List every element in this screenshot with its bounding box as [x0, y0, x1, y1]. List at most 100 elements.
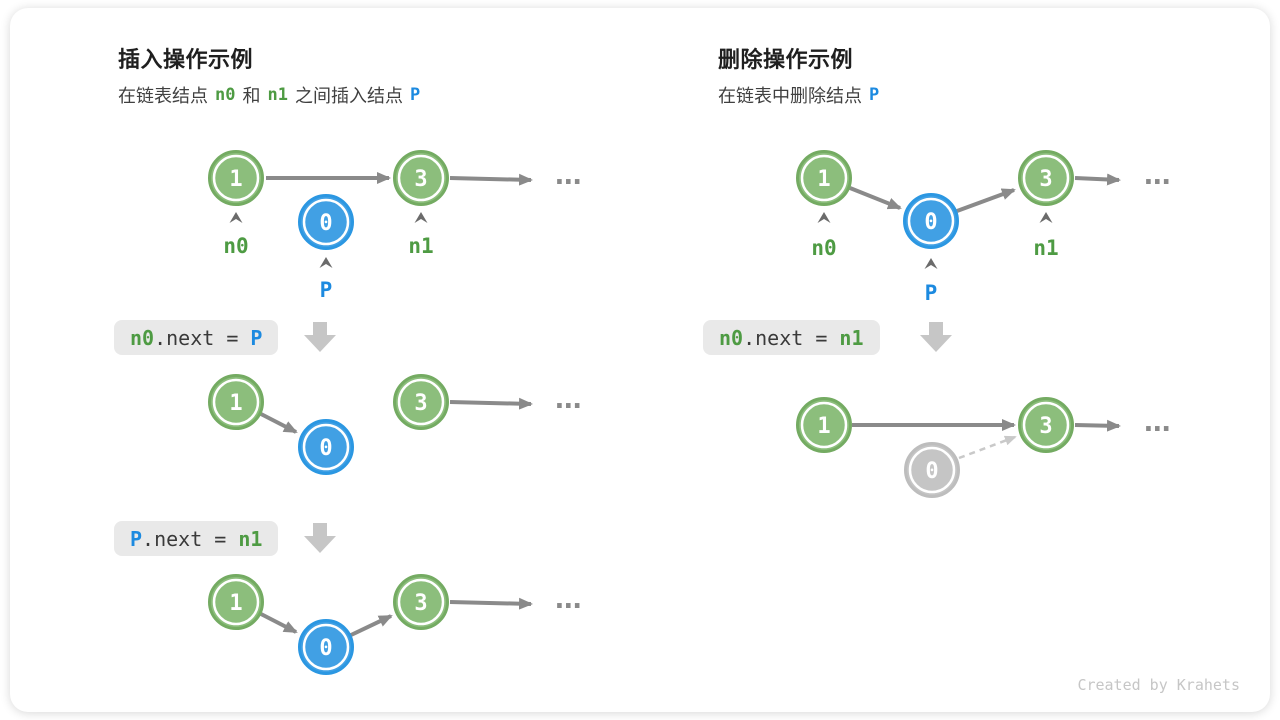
- code-lhs: n0: [719, 325, 744, 350]
- subtitle-text: 在链表中删除结点: [718, 86, 862, 106]
- pointer-caret-icon: [817, 212, 831, 223]
- node-ring: [800, 154, 848, 202]
- pointer-caret-icon: [319, 257, 333, 268]
- node-circle: [298, 619, 354, 675]
- node-1: 1: [208, 150, 264, 206]
- token-n1: n1: [267, 85, 288, 105]
- ellipsis: ...: [1140, 405, 1169, 438]
- node-ring: [1022, 401, 1070, 449]
- ellipsis: ...: [551, 582, 580, 615]
- node-p: 0: [903, 193, 959, 249]
- token-p: P: [409, 85, 421, 105]
- node-value: 1: [817, 414, 830, 439]
- node-value: 3: [1039, 414, 1052, 439]
- node-1: 1: [796, 150, 852, 206]
- arrow-1-to-p: [260, 412, 298, 434]
- node-value: 0: [319, 436, 332, 461]
- node-circle: [1018, 397, 1074, 453]
- node-value: 0: [925, 459, 938, 484]
- step-down-arrow-icon: [304, 523, 336, 553]
- arrow-3-to-rest: [449, 597, 533, 610]
- node-1: 1: [208, 374, 264, 430]
- arrow-removed-p-to-3-dashed: [958, 435, 1017, 460]
- node-3: 3: [1018, 150, 1074, 206]
- token-n0: n0: [215, 85, 236, 105]
- node-value: 1: [229, 591, 242, 616]
- node-value: 1: [229, 167, 242, 192]
- arrow-3-to-rest: [1074, 173, 1121, 186]
- node-value: 1: [817, 167, 830, 192]
- node-1: 1: [796, 397, 852, 453]
- node-circle: [393, 150, 449, 206]
- delete-section-title: 删除操作示例: [718, 47, 854, 72]
- code-op: .next =: [154, 325, 251, 350]
- node-circle: [393, 374, 449, 430]
- code-rhs: n1: [839, 325, 864, 350]
- arrow-3-to-rest: [1074, 419, 1121, 432]
- code-rhs: n1: [238, 526, 263, 551]
- ellipsis: ...: [1140, 158, 1169, 191]
- pointer-caret-icon: [414, 212, 428, 223]
- code-lhs: P: [130, 526, 143, 551]
- pointer-label-p: P: [320, 278, 333, 302]
- node-circle: [903, 193, 959, 249]
- node-value: 0: [924, 210, 937, 235]
- node-value: 3: [414, 591, 427, 616]
- code-op: .next =: [743, 325, 840, 350]
- pointer-label-p: P: [925, 281, 938, 305]
- code-op: .next =: [142, 526, 239, 551]
- arrow-1-to-p: [849, 186, 902, 210]
- node-ring: [800, 401, 848, 449]
- node-p: 0: [298, 619, 354, 675]
- node-circle: [1018, 150, 1074, 206]
- node-ring: [397, 578, 445, 626]
- node-circle: [796, 150, 852, 206]
- arrow-1-to-p: [260, 612, 298, 634]
- pointer-label-n1: n1: [1033, 236, 1058, 260]
- node-1: 1: [208, 574, 264, 630]
- node-circle: [208, 574, 264, 630]
- pointer-caret-icon: [229, 212, 243, 223]
- pointer-label-n0: n0: [811, 236, 836, 260]
- node-value: 1: [229, 391, 242, 416]
- subtitle-text: 在链表结点: [118, 86, 208, 106]
- node-3: 3: [393, 574, 449, 630]
- ellipsis: ...: [551, 382, 580, 415]
- node-circle: [298, 419, 354, 475]
- node-circle: [298, 194, 354, 250]
- node-ring: [302, 623, 350, 671]
- node-ring: [212, 578, 260, 626]
- node-circle: [208, 150, 264, 206]
- node-p: 0: [298, 419, 354, 475]
- node-3: 3: [1018, 397, 1074, 453]
- node-p: 0: [298, 194, 354, 250]
- insert-section-subtitle: 在链表结点 n0 和 n1 之间插入结点 P: [118, 82, 427, 108]
- node-p-removed: 0: [904, 442, 960, 498]
- step-down-arrow-icon: [304, 322, 336, 352]
- node-circle: [393, 574, 449, 630]
- arrow-p-to-3: [956, 188, 1016, 213]
- pointer-label-n1: n1: [408, 234, 433, 258]
- delete-section-subtitle: 在链表中删除结点 P: [718, 82, 886, 108]
- node-ring: [212, 378, 260, 426]
- node-value: 0: [319, 211, 332, 236]
- watermark-credit: Created by Krahets: [1077, 676, 1240, 694]
- arrow-3-to-rest: [449, 397, 533, 410]
- node-value: 0: [319, 636, 332, 661]
- code-label-n0-next-n1: n0.next = n1: [703, 320, 880, 355]
- node-ring: [1022, 154, 1070, 202]
- subtitle-text: 之间插入结点: [294, 86, 403, 106]
- node-value: 3: [1039, 167, 1052, 192]
- subtitle-text: 和: [242, 86, 261, 106]
- ellipsis: ...: [551, 158, 580, 191]
- token-p: P: [869, 85, 880, 105]
- node-ring: [302, 198, 350, 246]
- node-value: 3: [414, 391, 427, 416]
- code-rhs: P: [250, 325, 263, 350]
- node-ring: [908, 446, 956, 494]
- node-ring: [397, 378, 445, 426]
- arrow-p-to-3: [350, 614, 393, 637]
- code-label-p-next-n1: P.next = n1: [114, 521, 279, 556]
